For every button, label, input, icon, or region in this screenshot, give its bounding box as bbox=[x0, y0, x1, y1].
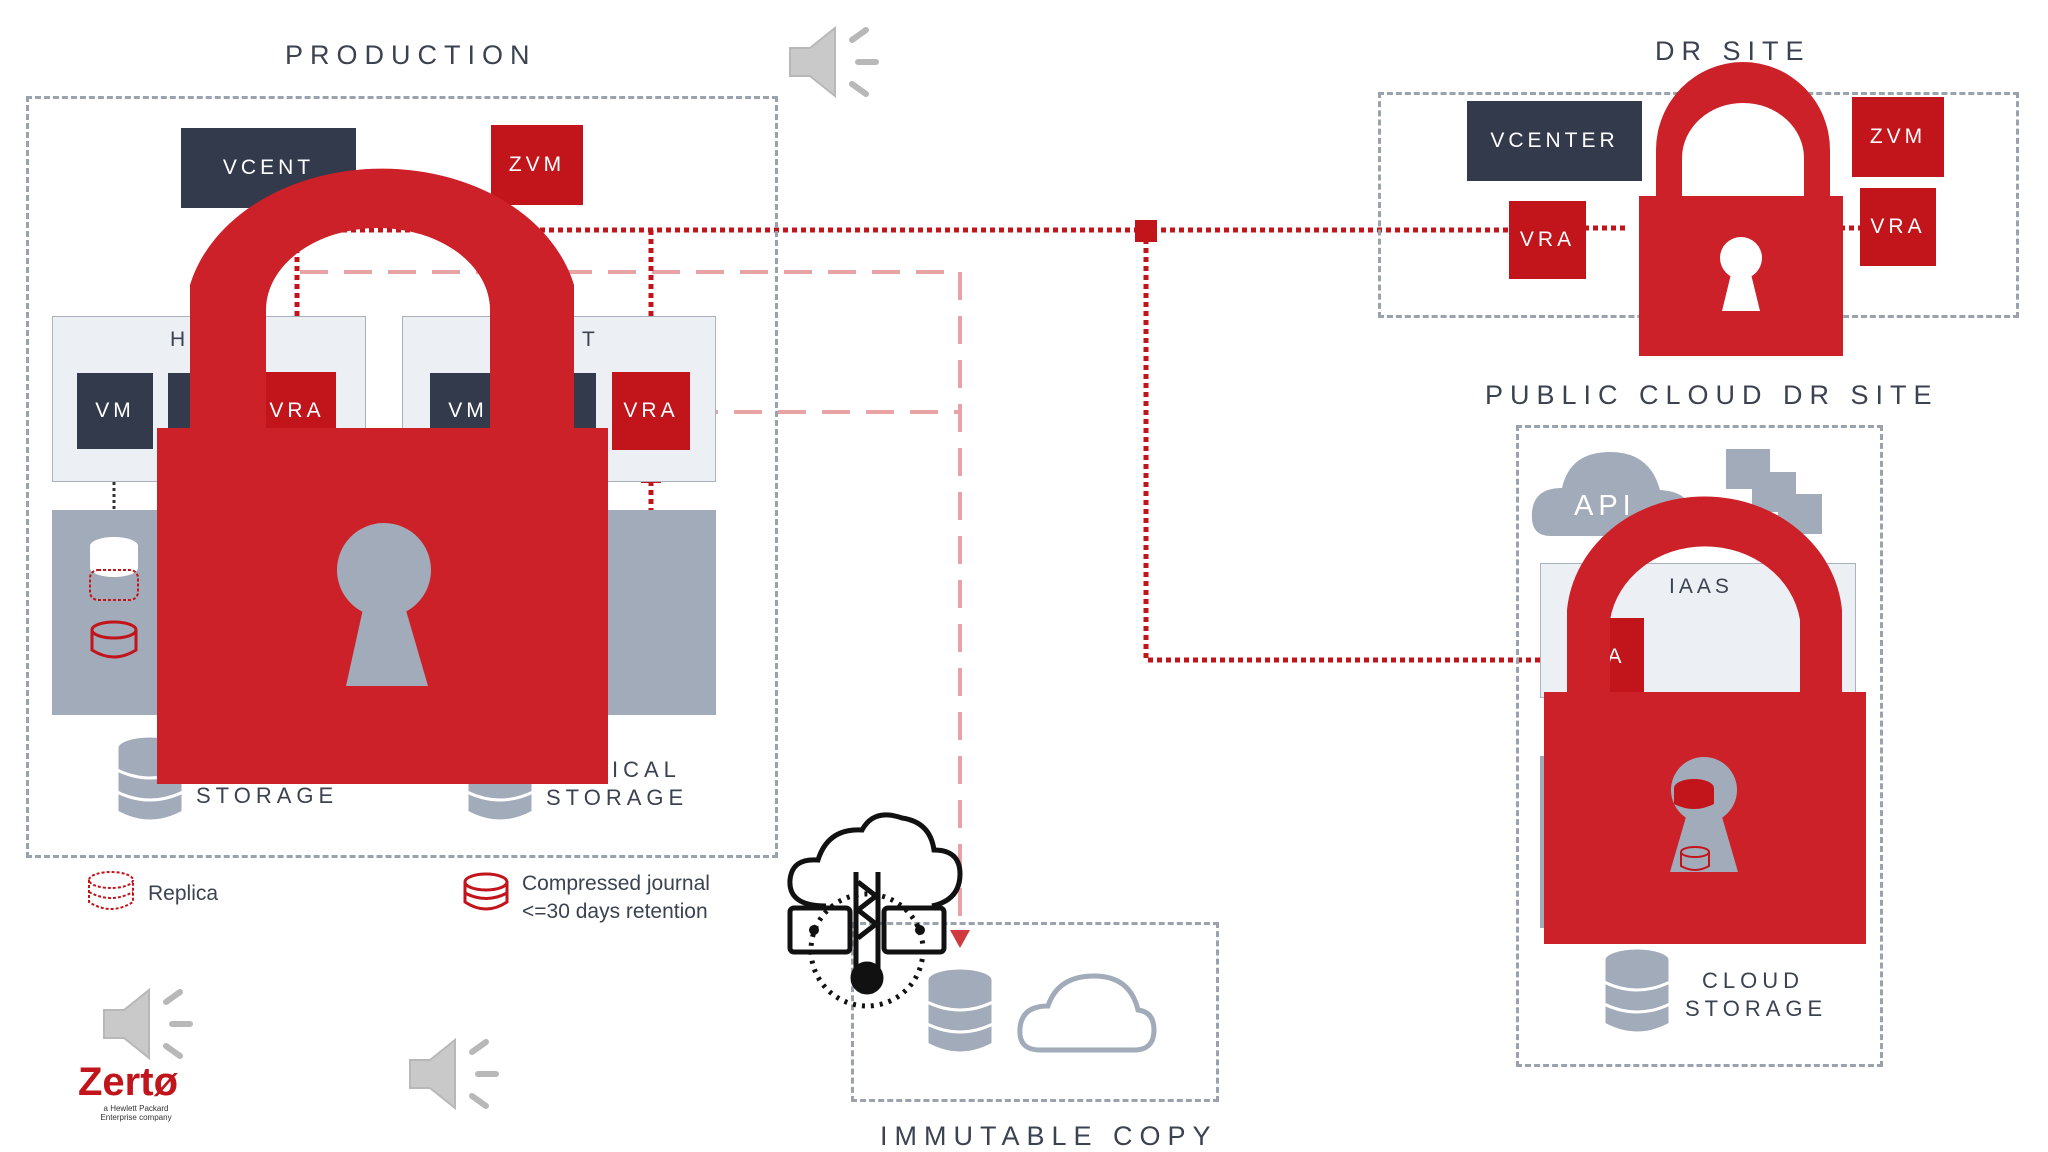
vm-label: VM bbox=[448, 399, 488, 422]
zerto-tagline-line1: a Hewlett Packard bbox=[103, 1104, 169, 1113]
cloud-vra-label: A bbox=[1607, 645, 1626, 668]
legend-replica-label: Replica bbox=[148, 882, 219, 905]
vm-label: VM bbox=[95, 399, 135, 422]
production-site-box bbox=[26, 96, 778, 858]
replica-disk-icon bbox=[89, 537, 139, 601]
zerto-tagline-line2: Enterprise company bbox=[100, 1113, 172, 1122]
immutable-cloud-icon bbox=[1017, 973, 1157, 1053]
production-vcenter-label: VCENT bbox=[222, 156, 315, 179]
vm-box-1: VM bbox=[77, 373, 153, 449]
public-cloud-title: PUBLIC CLOUD DR SITE bbox=[1485, 380, 1939, 410]
host1-label: H bbox=[170, 328, 186, 351]
immutable-storage-cylinder-icon bbox=[925, 966, 995, 1055]
storage1-label: STORAGE bbox=[196, 783, 339, 808]
storage2-label-line2: STORAGE bbox=[546, 785, 689, 810]
dr-vcenter-box: VCENTER bbox=[1467, 101, 1642, 181]
vra-label: VRA bbox=[623, 399, 679, 422]
zerto-logo-tagline: a Hewlett Packard Enterprise company bbox=[96, 1104, 176, 1122]
iaas-label: IAAS bbox=[1669, 575, 1733, 598]
stacked-servers-icon bbox=[1726, 449, 1822, 534]
host2-label: T bbox=[582, 328, 595, 351]
dr-vra-left-box: VRA bbox=[1509, 201, 1586, 279]
speaker-icon-top bbox=[789, 25, 879, 99]
to-public-cloud-line bbox=[1143, 230, 1600, 663]
legend-journal-line1: Compressed journal bbox=[522, 872, 710, 895]
cloud-storage-line1: CLOUD bbox=[1702, 968, 1805, 993]
dr-vcenter-label: VCENTER bbox=[1490, 129, 1619, 152]
immutable-arrow-head bbox=[950, 930, 970, 948]
vra-box-host2: VRA bbox=[612, 372, 690, 450]
legend-journal-line2: <=30 days retention bbox=[522, 900, 708, 923]
vra-label: VRA bbox=[269, 399, 325, 422]
speaker-icon-bottom-left bbox=[103, 987, 193, 1061]
production-zvm-label: ZVM bbox=[508, 153, 566, 176]
dr-vra-right-label: VRA bbox=[1870, 215, 1926, 238]
speaker-icon-bottom-middle bbox=[409, 1037, 499, 1111]
dr-vra-right-box: VRA bbox=[1860, 188, 1936, 266]
junction-node bbox=[1135, 220, 1157, 242]
zerto-logo: Zertø bbox=[78, 1060, 178, 1104]
storage2-label-line1: ICAL bbox=[612, 757, 681, 782]
legend-replica-icon bbox=[88, 871, 134, 910]
immutable-copy-box bbox=[851, 922, 1219, 1102]
dr-vra-left-label: VRA bbox=[1519, 228, 1576, 251]
api-label: API bbox=[1574, 490, 1636, 522]
security-lock-key-icon bbox=[787, 812, 963, 1009]
dr-zvm-label: ZVM bbox=[1869, 125, 1927, 148]
dr-site-title: DR SITE bbox=[1655, 36, 1811, 66]
dr-zvm-box: ZVM bbox=[1852, 97, 1944, 177]
legend-journal-icon bbox=[463, 872, 509, 911]
immutable-copy-title: IMMUTABLE COPY bbox=[880, 1121, 1218, 1151]
production-title: PRODUCTION bbox=[285, 40, 537, 70]
public-cloud-box bbox=[1516, 425, 1883, 1067]
cloud-storage-line2: STORAGE bbox=[1685, 996, 1828, 1021]
production-zvm-box: ZVM bbox=[491, 125, 583, 205]
journal-disk-icon bbox=[90, 620, 138, 659]
